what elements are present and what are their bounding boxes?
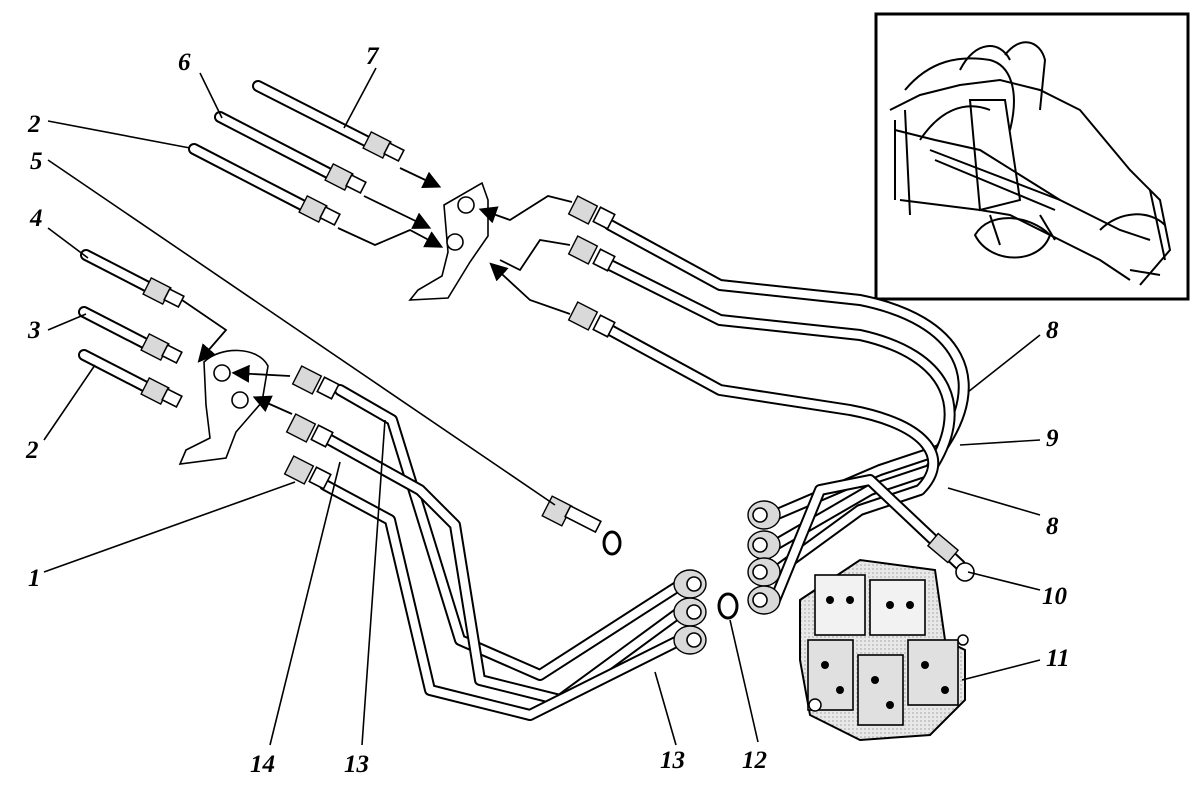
pipe-13-upper — [334, 384, 686, 681]
inset-overview-frame — [874, 12, 1190, 301]
pipe-13-lower — [319, 479, 686, 721]
upper-mounting-bracket — [408, 181, 489, 301]
hydraulic-distributor-11 — [799, 558, 969, 742]
callout-8-top: 8 — [1046, 317, 1059, 344]
pipe-3 — [78, 306, 183, 365]
assembly-arrows — [181, 167, 573, 415]
callout-5: 5 — [30, 148, 43, 175]
callout-13-left: 13 — [344, 751, 369, 778]
callout-10: 10 — [1042, 583, 1068, 610]
pipe-end-nuts-right — [567, 195, 616, 338]
callout-7: 7 — [366, 43, 380, 70]
callout-4: 4 — [29, 205, 43, 232]
callout-8-lower: 8 — [1046, 513, 1059, 540]
banjo-fittings-right — [747, 500, 781, 615]
inset-tractor-sketch — [889, 41, 1172, 286]
callout-2-top: 2 — [27, 111, 41, 138]
banjo-fittings-lower — [673, 569, 707, 655]
callout-13-right: 13 — [660, 747, 685, 774]
pipe-4 — [80, 249, 185, 309]
callout-14: 14 — [250, 751, 275, 778]
callout-2-lower: 2 — [25, 437, 39, 464]
pipe-2-upper — [188, 143, 341, 227]
callout-6: 6 — [178, 49, 191, 76]
callout-12: 12 — [742, 747, 767, 774]
banjo-bolt-5 — [541, 495, 622, 556]
callout-11: 11 — [1046, 645, 1070, 672]
pipe-end-nuts-left — [283, 365, 340, 490]
pipe-7 — [252, 80, 405, 163]
callout-1: 1 — [28, 565, 41, 592]
callout-9: 9 — [1046, 425, 1059, 452]
pipe-10 — [769, 474, 966, 606]
pipe-10-end-fitting — [926, 532, 975, 582]
callout-3: 3 — [27, 317, 41, 344]
pipe-8-lower — [604, 324, 940, 578]
callout-labels: 1 2 2 3 4 5 6 7 8 8 9 10 11 12 13 13 14 — [25, 43, 1070, 778]
leader-lines — [43, 67, 1041, 746]
pipe-6 — [214, 111, 367, 195]
sealing-washer-12 — [717, 592, 739, 620]
pipe-2-lower — [78, 349, 183, 409]
lower-mounting-bracket — [178, 349, 269, 465]
